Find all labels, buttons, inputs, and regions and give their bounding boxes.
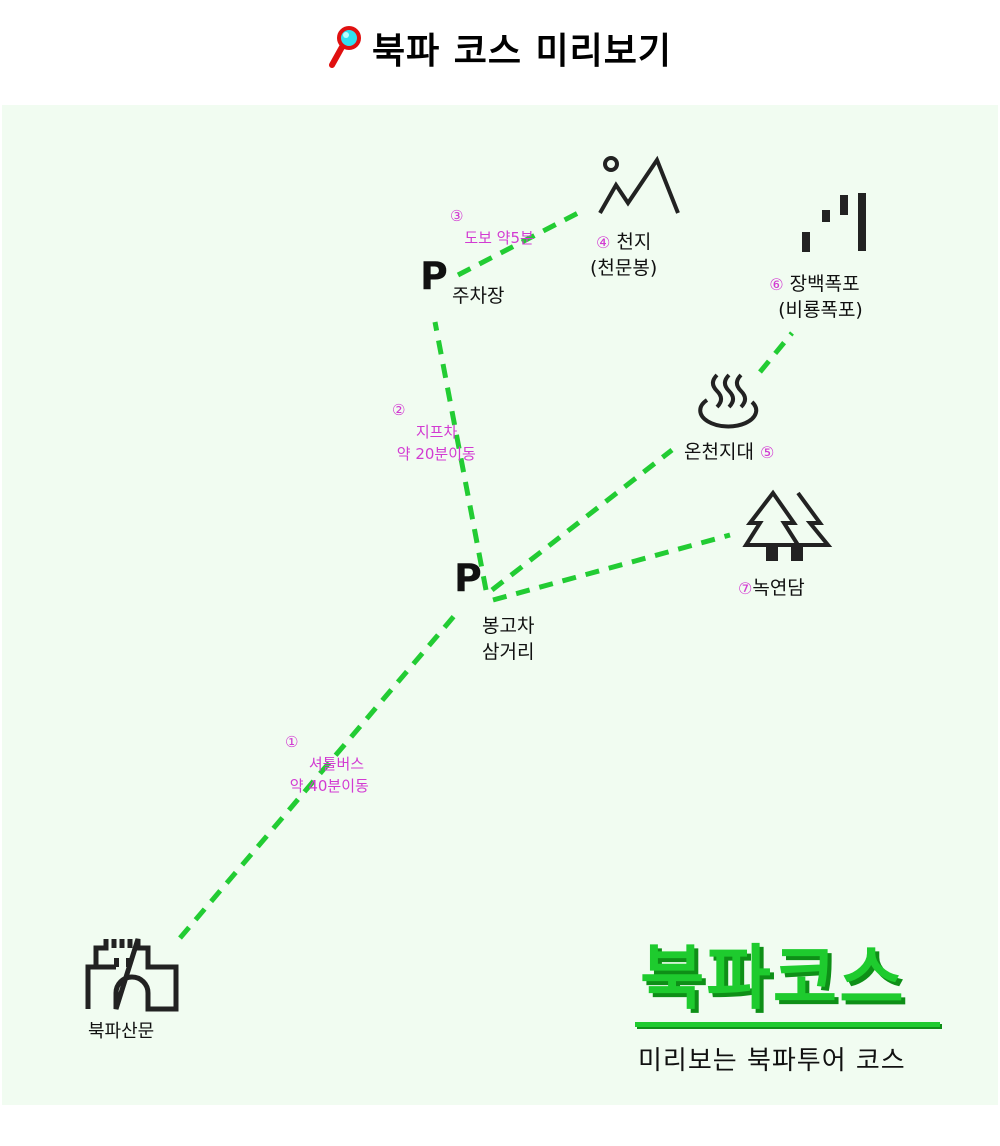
- magnifier-icon: [328, 26, 361, 68]
- step-2-line1: 지프차: [415, 423, 458, 441]
- label-parking: 주차장: [452, 285, 505, 307]
- step-1-line1: 셔틀버스: [308, 755, 365, 773]
- cheonji-num: ④: [595, 233, 611, 252]
- parking-icon-bonggocha: P: [454, 556, 482, 600]
- step-3-num: ③: [450, 207, 464, 225]
- brand-underline: [635, 1022, 940, 1027]
- hotspring-text: 온천지대: [684, 441, 754, 463]
- waterfall-line2: (비룡폭포): [778, 299, 863, 321]
- step-3: ③ 도보 약5분: [450, 205, 534, 249]
- step-3-line1: 도보 약5분: [464, 229, 534, 247]
- label-hotspring: 온천지대 ⑤: [684, 439, 774, 465]
- step-2: ② 지프차 약 20분이동: [392, 399, 476, 465]
- cheonji-line1: 천지: [616, 231, 652, 253]
- lake-num: ⑦: [738, 579, 753, 598]
- route-lines: [85, 155, 866, 1012]
- route-bonggocha-to-hotspring: [490, 448, 674, 592]
- route-bonggocha-to-lake: [492, 532, 731, 603]
- title-text: 북파 코스 미리보기: [371, 31, 673, 72]
- step-1-num: ①: [285, 733, 299, 751]
- step-2-num: ②: [392, 401, 406, 419]
- label-waterfall: ⑥ 장백폭포 (비룡폭포): [766, 271, 863, 323]
- label-gate: 북파산문: [88, 1021, 155, 1042]
- hotspring-num: ⑤: [759, 443, 775, 462]
- gate-icon: [85, 938, 179, 1012]
- lake-text: 녹연담: [752, 577, 805, 599]
- forest-icon: [742, 489, 833, 561]
- parking-icon: P: [420, 254, 448, 298]
- cheonji-line2: (천문봉): [590, 257, 658, 279]
- waterfall-icon: [802, 193, 866, 252]
- brand-title: 북파코스: [640, 937, 906, 1019]
- waterfall-num: ⑥: [769, 275, 784, 294]
- page-title: 북파 코스 미리보기: [0, 22, 1000, 74]
- label-bonggocha-line1: 봉고차: [482, 615, 535, 637]
- step-2-line2: 약 20분이동: [396, 445, 476, 463]
- route-hotspring-to-waterfall: [758, 331, 794, 374]
- label-bonggocha-line2: 삼거리: [482, 641, 535, 663]
- waterfall-line1: 장백폭포: [789, 273, 860, 295]
- hotspring-icon: [698, 373, 759, 429]
- step-1-line2: 약 40분이동: [289, 777, 369, 795]
- mountain-icon: [598, 155, 680, 214]
- label-cheonji: ④ 천지 (천문봉): [590, 229, 657, 281]
- route-bonggocha-to-parking: [432, 321, 489, 591]
- brand-subtitle: 미리보는 북파투어 코스: [638, 1046, 906, 1076]
- step-1: ① 셔틀버스 약 40분이동: [285, 731, 369, 797]
- label-lake: ⑦녹연담: [738, 575, 805, 601]
